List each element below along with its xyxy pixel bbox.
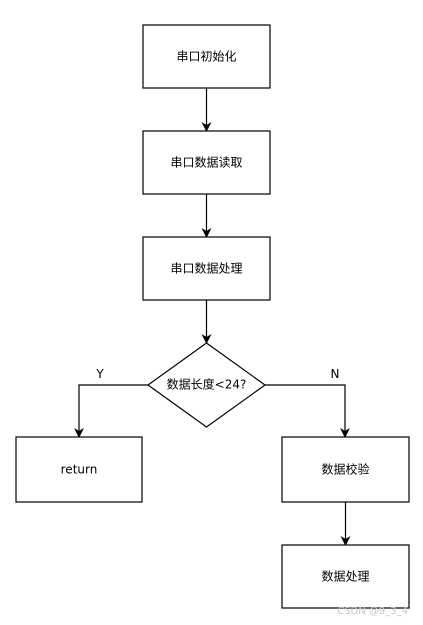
node-data-verify-label: 数据校验 bbox=[321, 462, 369, 477]
node-length-check: 数据长度<24? bbox=[146, 342, 267, 428]
node-serial-init-label: 串口初始化 bbox=[176, 50, 236, 64]
decision-diamond bbox=[146, 342, 267, 428]
csdn-watermark: CSDN @9_3_4 bbox=[337, 606, 408, 617]
node-serial-read-box bbox=[142, 130, 271, 195]
node-data-handle-box bbox=[281, 544, 410, 609]
edge-decision-to-return bbox=[74, 384, 148, 438]
decision-label: 数据长度<24? bbox=[167, 377, 247, 392]
node-serial-read-label: 串口数据读取 bbox=[170, 155, 242, 170]
node-return-box bbox=[15, 436, 143, 503]
edge-decision-to-verify bbox=[265, 384, 350, 438]
node-serial-init-box bbox=[142, 24, 271, 89]
node-data-verify-box bbox=[281, 436, 410, 503]
node-serial-process-label: 串口数据处理 bbox=[170, 261, 242, 276]
edge-no-label: N bbox=[331, 367, 340, 381]
edge-yes-label: Y bbox=[95, 367, 104, 381]
node-return-label: return bbox=[61, 463, 98, 477]
node-serial-read: 串口数据读取 bbox=[142, 130, 271, 195]
node-serial-init: 串口初始化 bbox=[142, 24, 271, 89]
node-data-verify: 数据校验 bbox=[281, 436, 410, 503]
node-data-handle-label: 数据处理 bbox=[321, 569, 369, 584]
node-return: return bbox=[15, 436, 143, 503]
node-serial-process: 串口数据处理 bbox=[142, 236, 271, 301]
node-serial-process-box bbox=[142, 236, 271, 301]
node-data-handle: 数据处理 bbox=[281, 544, 410, 609]
